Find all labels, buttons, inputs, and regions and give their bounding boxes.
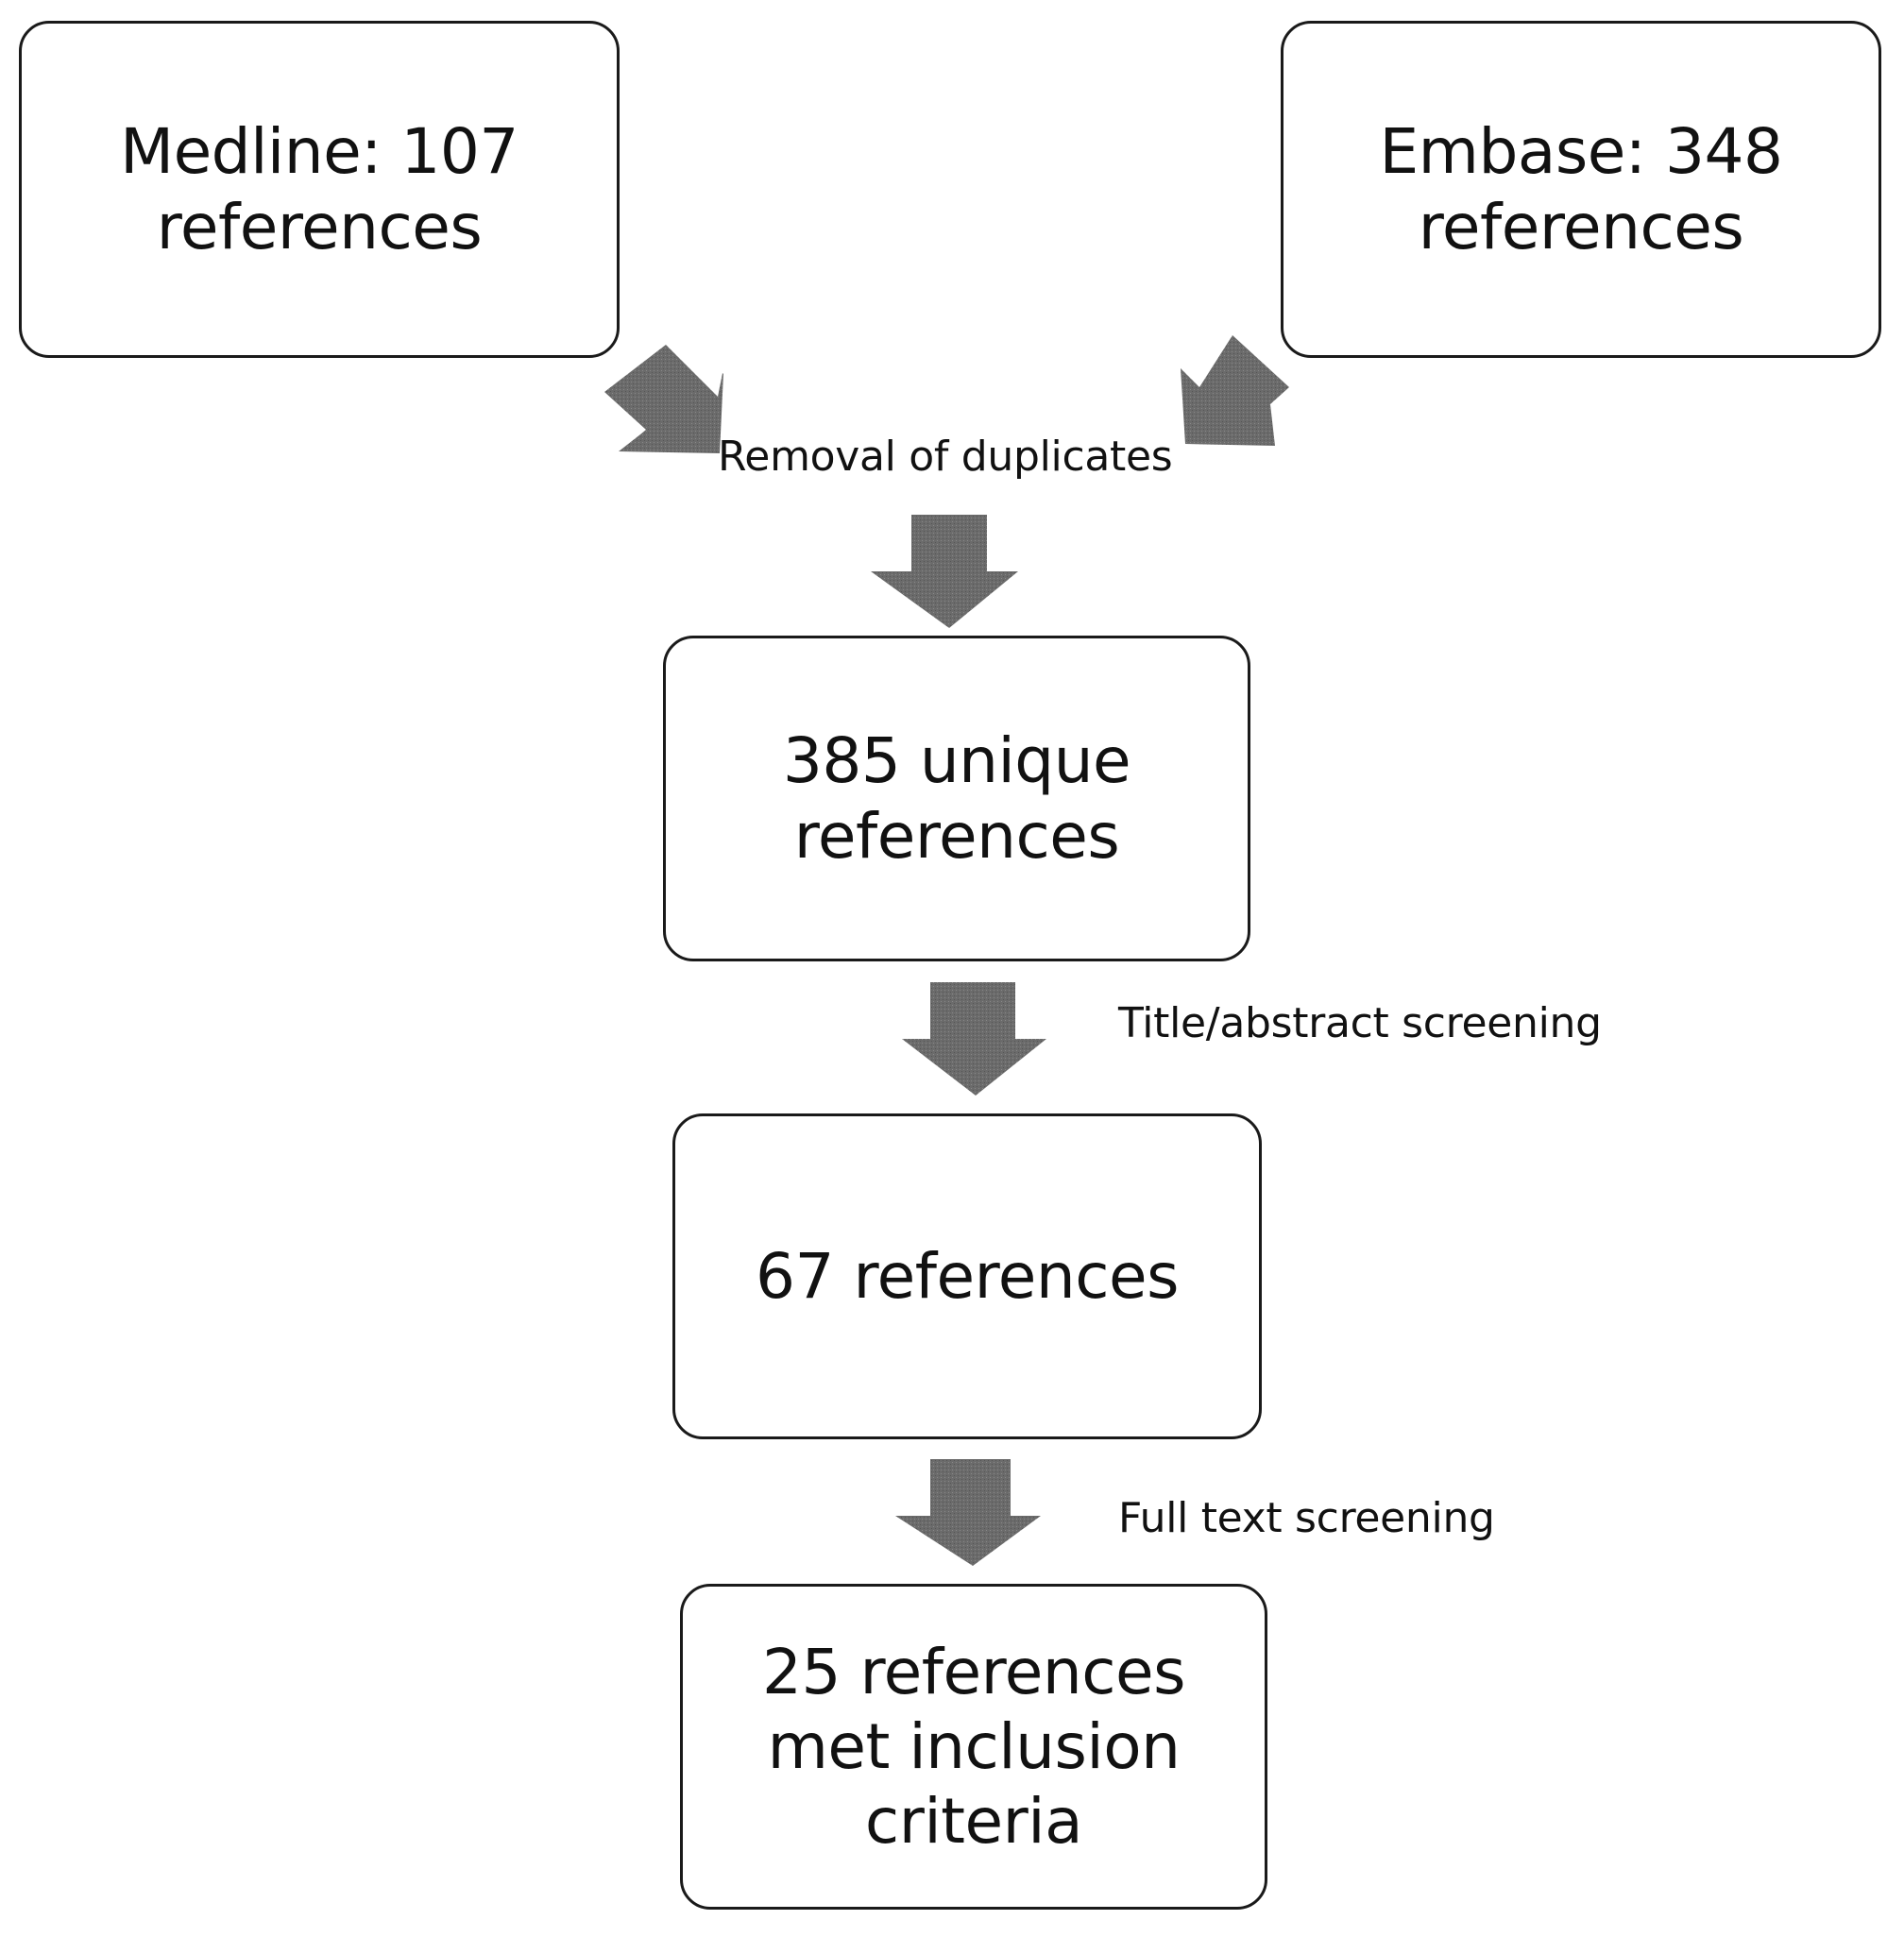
arrow-medline-down-right [604,345,723,453]
arrow-embase-down-left [1181,335,1289,446]
screened-references-label: 67 references [756,1239,1180,1313]
screened-references-box: 67 references [672,1113,1262,1439]
title-abstract-step-label: Title/abstract screening [1118,999,1602,1047]
arrow-down-to-67 [902,982,1046,1096]
deduplication-step-label: Removal of duplicates [718,433,1173,481]
unique-references-label: 385 unique references [782,724,1131,873]
arrow-down-to-25 [895,1459,1041,1566]
included-references-box: 25 references met inclusion criteria [680,1584,1267,1910]
arrow-down-to-unique [871,515,1018,628]
unique-references-box: 385 unique references [663,636,1250,961]
medline-label: Medline: 107 references [120,115,518,263]
embase-label: Embase: 348 references [1379,115,1783,263]
medline-box: Medline: 107 references [19,21,620,358]
full-text-step-label: Full text screening [1118,1494,1495,1542]
included-references-label: 25 references met inclusion criteria [762,1635,1186,1859]
embase-box: Embase: 348 references [1281,21,1881,358]
